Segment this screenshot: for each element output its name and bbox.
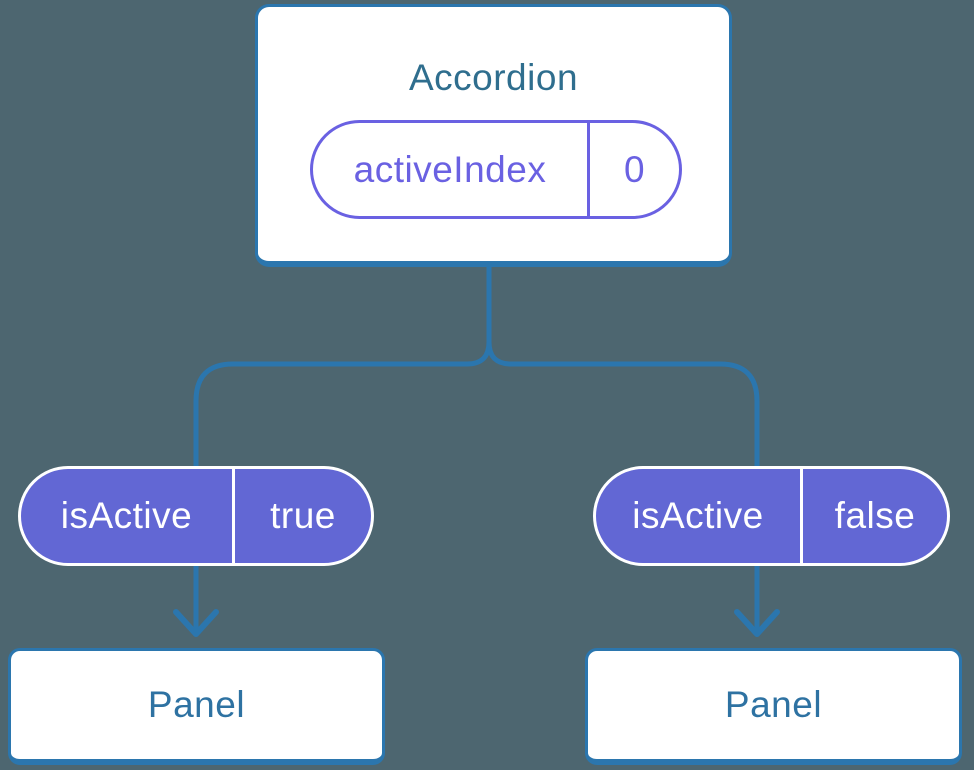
connector-right-branch [486, 267, 760, 632]
arrow-down-icon [173, 609, 219, 637]
accordion-node: Accordion activeIndex 0 [255, 4, 732, 267]
prop-name-label: isActive [632, 495, 764, 536]
pill-divider [587, 123, 590, 216]
prop-value-label: true [270, 495, 336, 536]
state-pill: activeIndex 0 [310, 120, 682, 219]
accordion-title: Accordion [408, 57, 579, 98]
arrow-down-icon [734, 609, 780, 637]
state-value-label: 0 [623, 148, 646, 190]
prop-value-label: false [834, 495, 916, 536]
panel-node-left: Panel [8, 648, 385, 765]
prop-pill-isactive-false: isActive false [593, 466, 950, 566]
pill-divider [232, 469, 235, 563]
panel-node-right: Panel [585, 648, 962, 765]
state-name-label: activeIndex [353, 148, 547, 190]
prop-name-label: isActive [60, 495, 193, 536]
prop-pill-isactive-true: isActive true [18, 466, 374, 566]
connector-left-branch [193, 267, 492, 632]
pill-divider [800, 469, 803, 563]
